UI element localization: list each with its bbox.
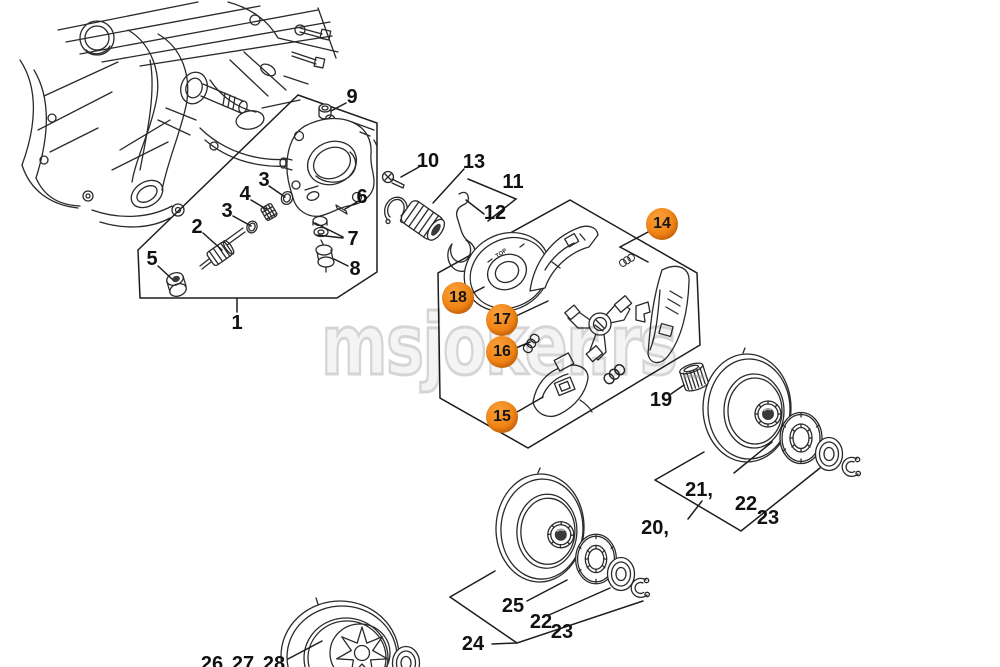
part-label-4: 4 <box>239 183 251 205</box>
leader-lines <box>157 102 821 660</box>
part-label-23b: 23 <box>551 621 573 643</box>
part-label-5: 5 <box>146 248 157 270</box>
part-label-20: 20, <box>641 517 669 539</box>
part-label-22: 22 <box>735 493 757 515</box>
part-6-pin-drawing <box>335 204 348 215</box>
part-label-3: 3 <box>221 200 232 222</box>
clutch-assembly-box <box>437 199 701 449</box>
part-label-12: 12 <box>484 202 506 224</box>
part-label-24: 24 <box>462 633 485 655</box>
part-11-worm-gear-drawing <box>400 200 446 241</box>
part-9-nut-drawing <box>318 103 332 120</box>
part-label-6: 6 <box>356 186 367 208</box>
part-label-13: 13 <box>463 151 485 173</box>
part-label-9: 9 <box>346 86 357 108</box>
part-19-needle-cage-drawing <box>679 362 709 392</box>
part-label-26: 26 <box>201 653 223 667</box>
part-label-21: 21, <box>685 479 713 501</box>
part-10-screw-drawing <box>381 170 405 189</box>
part-label-28: 28 <box>263 653 285 667</box>
part-label-11: 11 <box>502 171 523 193</box>
part-3-oring-drawing <box>246 220 258 234</box>
part-label-2: 2 <box>191 216 202 238</box>
hotspot-badge-17[interactable]: 17 <box>486 304 518 336</box>
disc-top-marking: TOP <box>495 248 509 260</box>
part-label-27: 27 <box>232 653 254 667</box>
part-label-10: 10 <box>417 150 439 172</box>
oil-pump-housing-drawing <box>279 117 378 217</box>
part-2-pump-shaft-drawing <box>199 227 246 270</box>
part-5-piston-drawing <box>166 272 187 297</box>
engine-crankcase-illustration <box>19 1 339 228</box>
part-8-valve-drawing <box>315 239 335 273</box>
part-label-23: 23 <box>757 507 779 529</box>
part-12-spring-drawing <box>447 191 477 272</box>
part-label-1: 1 <box>231 312 242 334</box>
oil-pump-assembly-box <box>137 94 378 299</box>
part-label-22b: 22 <box>530 611 552 633</box>
clutch-drum-middle-drawing <box>493 465 651 599</box>
part-label-7: 7 <box>347 228 358 250</box>
clutch-shoes-and-carrier-drawing <box>529 225 690 417</box>
hotspot-badge-18[interactable]: 18 <box>442 282 474 314</box>
clutch-drum-bottom-drawing <box>280 597 421 667</box>
hotspot-badge-16[interactable]: 16 <box>486 336 518 368</box>
hotspot-badge-14[interactable]: 14 <box>646 208 678 240</box>
part-label-25: 25 <box>502 595 524 617</box>
clutch-drum-right-drawing <box>702 347 862 478</box>
part-label-8: 8 <box>349 258 360 280</box>
part-label-3b: 3 <box>258 169 269 191</box>
part-label-19: 19 <box>650 389 672 411</box>
part-4-bushing-drawing <box>260 203 278 221</box>
hotspot-badge-15[interactable]: 15 <box>486 401 518 433</box>
